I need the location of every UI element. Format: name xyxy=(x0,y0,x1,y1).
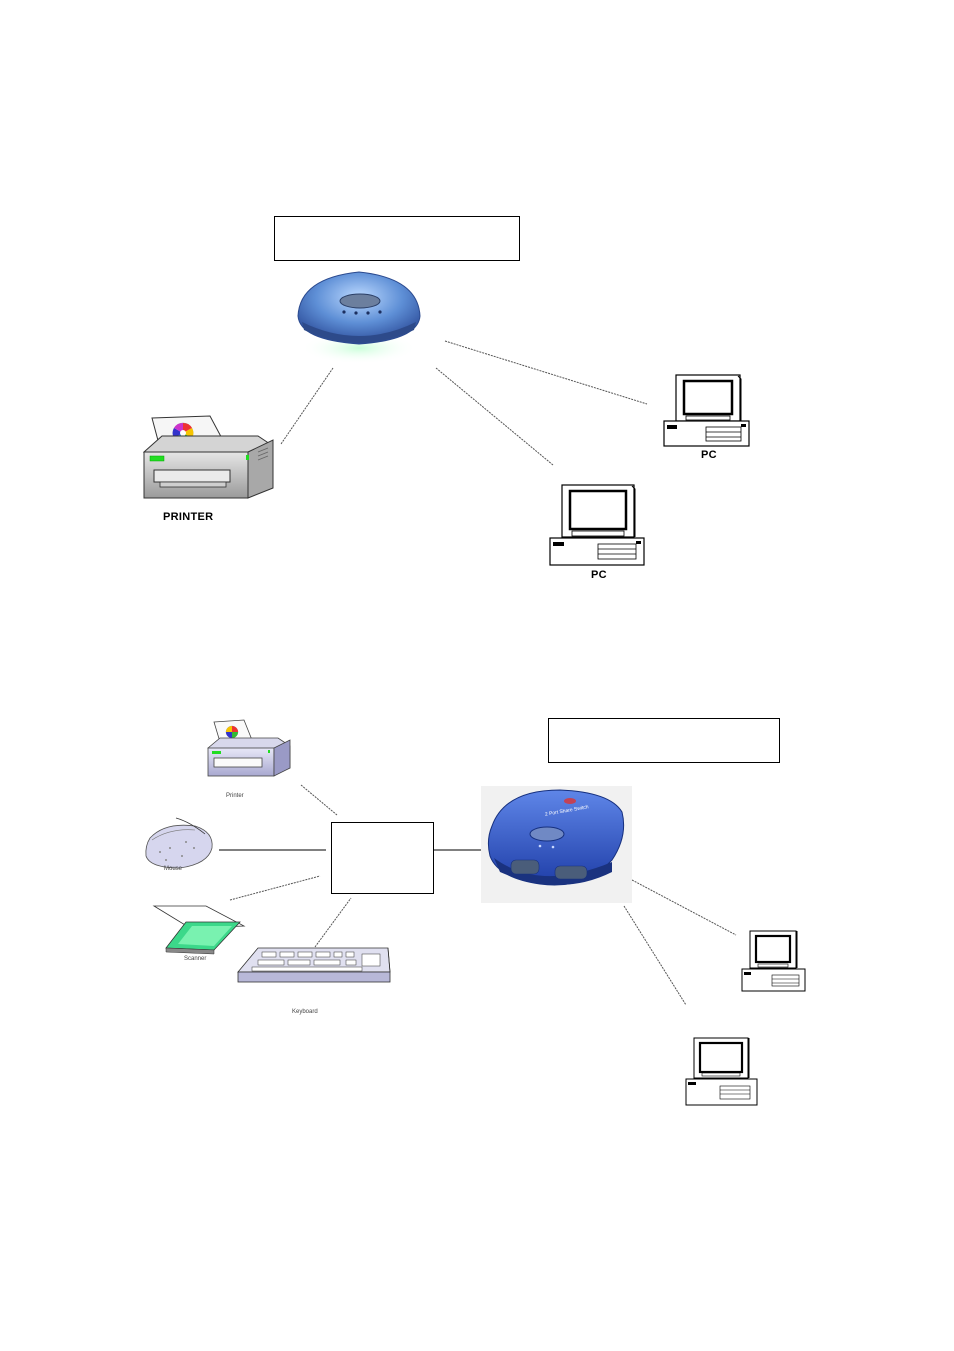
printer-label: PRINTER xyxy=(163,511,214,523)
connector-line xyxy=(300,784,338,816)
share-switch-icon: 2 Port Share Switch xyxy=(481,786,632,903)
scanner-label: Scanner xyxy=(184,956,207,962)
printer-icon xyxy=(207,719,291,777)
sharing-device-icon xyxy=(297,271,421,364)
pc-icon xyxy=(685,1037,758,1106)
connector-line xyxy=(280,367,334,445)
printer-label: Printer xyxy=(226,793,244,799)
connector-line xyxy=(229,875,321,901)
pc-icon xyxy=(663,374,750,447)
connector-line xyxy=(623,905,687,1006)
connector-line xyxy=(314,897,352,948)
hub-box xyxy=(331,822,434,894)
mouse-icon xyxy=(145,817,213,869)
pc-label: PC xyxy=(591,569,607,581)
top-label-box xyxy=(274,216,520,261)
mouse-label: Mouse xyxy=(164,866,183,872)
connector-line xyxy=(435,367,554,466)
connector-line xyxy=(444,340,648,405)
pc-icon xyxy=(741,930,806,992)
scanner-icon xyxy=(152,905,246,955)
pc-label: PC xyxy=(701,449,717,461)
pc-icon xyxy=(549,484,645,566)
connector-line xyxy=(631,879,737,936)
bottom-diagram: 2 Port Share Switch xyxy=(145,719,806,1106)
top-diagram xyxy=(142,271,750,566)
printer-icon xyxy=(142,415,274,499)
keyboard-icon xyxy=(237,947,391,983)
bottom-label-box xyxy=(548,718,780,763)
keyboard-label: Keyboard xyxy=(292,1009,318,1015)
